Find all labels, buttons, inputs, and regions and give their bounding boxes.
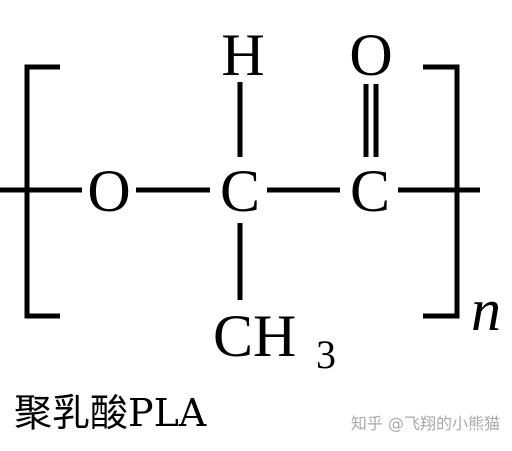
atom-oxygen-chain: O xyxy=(87,158,130,224)
methyl-subscript: 3 xyxy=(316,332,336,377)
atom-carbon-alpha: C xyxy=(220,158,260,224)
atom-carbon-carbonyl: C xyxy=(350,158,390,224)
caption-polylactic-acid: 聚乳酸PLA xyxy=(14,391,207,435)
atom-hydrogen: H xyxy=(221,22,264,88)
group-methyl: CH xyxy=(213,303,296,369)
repeat-unit-n: n xyxy=(471,277,501,343)
zhihu-watermark: 知乎 @飞翔的小熊猫 xyxy=(350,414,500,433)
atom-oxygen-carbonyl: O xyxy=(349,22,392,88)
